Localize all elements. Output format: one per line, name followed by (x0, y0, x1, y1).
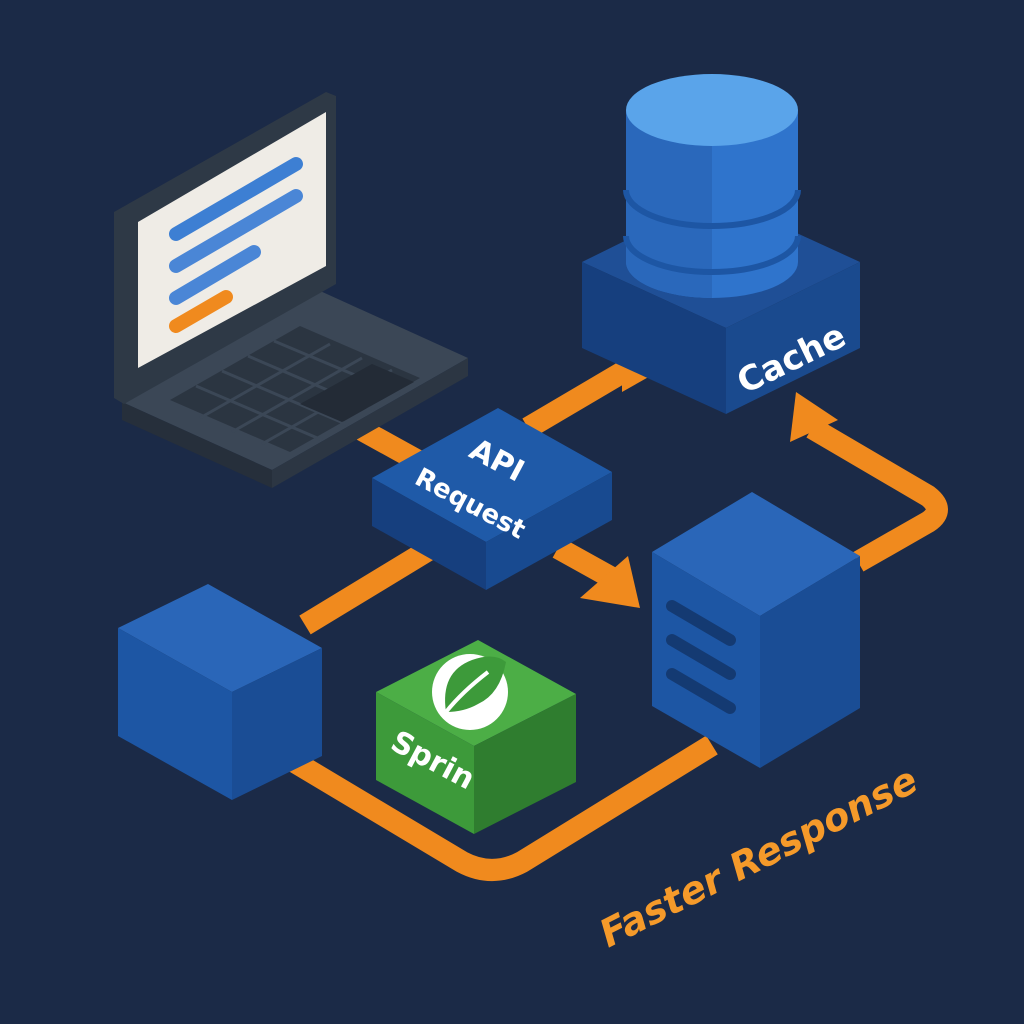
arrow-api-to-server (552, 538, 618, 588)
database-cylinder-icon (623, 74, 801, 298)
api-request-node: API Request (372, 408, 612, 590)
arrowhead-server (580, 556, 640, 608)
cache-node: Cache (582, 74, 860, 414)
left-block-node (118, 584, 322, 800)
server-rack-icon (666, 600, 736, 714)
laptop-icon (114, 92, 468, 488)
arrow-api-to-left-block (299, 533, 446, 635)
arrow-laptop-to-api (356, 420, 426, 472)
spring-node: Sprin (376, 640, 576, 834)
arrow-bottom-loop (272, 735, 718, 881)
connector-arrows (272, 352, 948, 881)
spring-leaf-icon (432, 654, 508, 730)
server-node (652, 492, 860, 768)
arrow-server-to-cache (806, 418, 948, 572)
arrow-api-to-cache (522, 352, 646, 438)
arrowhead-return-cache (790, 392, 838, 442)
